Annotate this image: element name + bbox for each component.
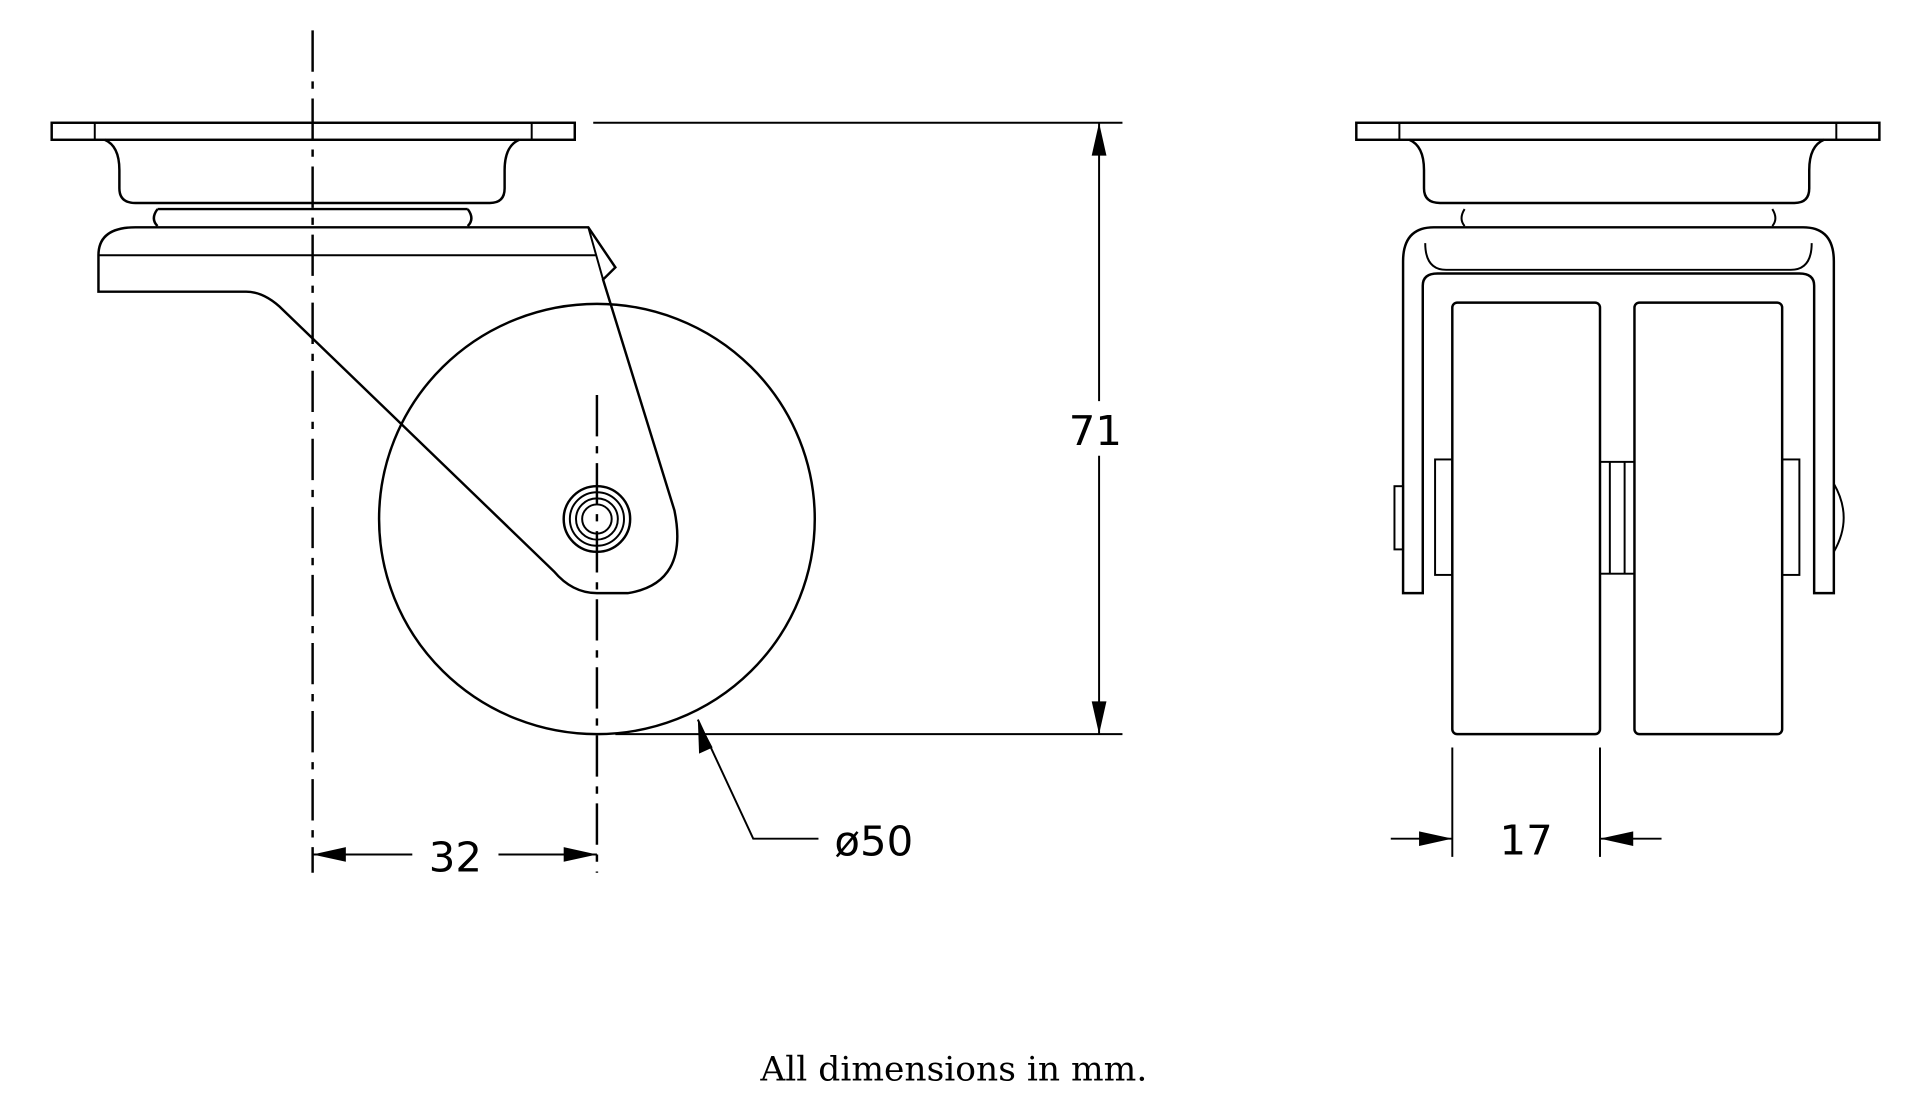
axle-head-right	[1832, 483, 1845, 553]
swivel-ring	[152, 207, 473, 227]
wheel-left	[1451, 301, 1602, 736]
arrow-icon	[563, 847, 597, 862]
width-dim-label: 17	[1500, 816, 1553, 865]
axle-washer-right	[1781, 458, 1801, 576]
axle-nut-left	[1393, 485, 1405, 551]
arrow-icon	[1419, 831, 1453, 846]
wheel	[377, 302, 816, 736]
arrow-icon	[697, 719, 713, 754]
offset-dim-label: 32	[429, 833, 482, 882]
fork	[97, 226, 679, 595]
fork	[1401, 226, 1836, 595]
arrow-icon	[1600, 831, 1634, 846]
side-view: 71 32 ø50	[50, 30, 1123, 882]
diameter-leader	[696, 719, 819, 840]
top-plate	[1355, 121, 1881, 141]
height-dim-label: 71	[1069, 406, 1122, 455]
front-view: 17	[1355, 121, 1881, 865]
arrow-icon	[312, 847, 346, 862]
wheel-right	[1633, 301, 1784, 736]
plate-housing	[1408, 138, 1825, 205]
axle-spacer	[1599, 460, 1636, 575]
diameter-dim-label: ø50	[834, 817, 913, 866]
axle-washer-left	[1434, 458, 1454, 576]
caption: All dimensions in mm.	[759, 1050, 1147, 1090]
arrow-icon	[1091, 122, 1107, 156]
arrow-icon	[1091, 701, 1107, 735]
